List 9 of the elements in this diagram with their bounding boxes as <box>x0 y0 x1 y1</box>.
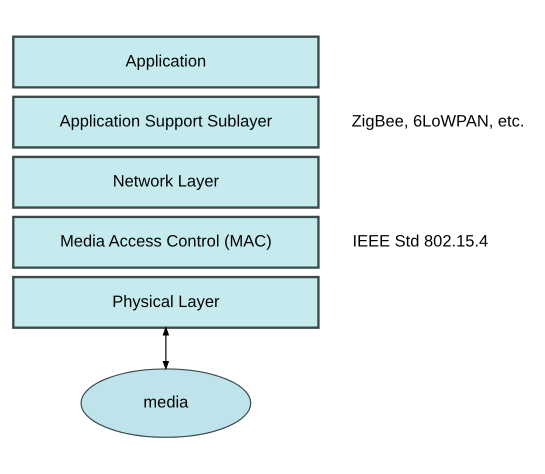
node-ellipse: media <box>80 368 252 438</box>
arrow <box>162 326 170 370</box>
label: ZigBee, 6LoWPAN, etc. <box>352 112 524 130</box>
node-box: Application <box>12 36 320 89</box>
node-box: Media Access Control (MAC) <box>12 216 320 269</box>
label: IEEE Std 802.15.4 <box>352 232 488 251</box>
node-box: Network Layer <box>12 156 320 209</box>
node-box: Physical Layer <box>12 276 320 329</box>
node-box: Application Support Sublayer <box>12 96 320 149</box>
